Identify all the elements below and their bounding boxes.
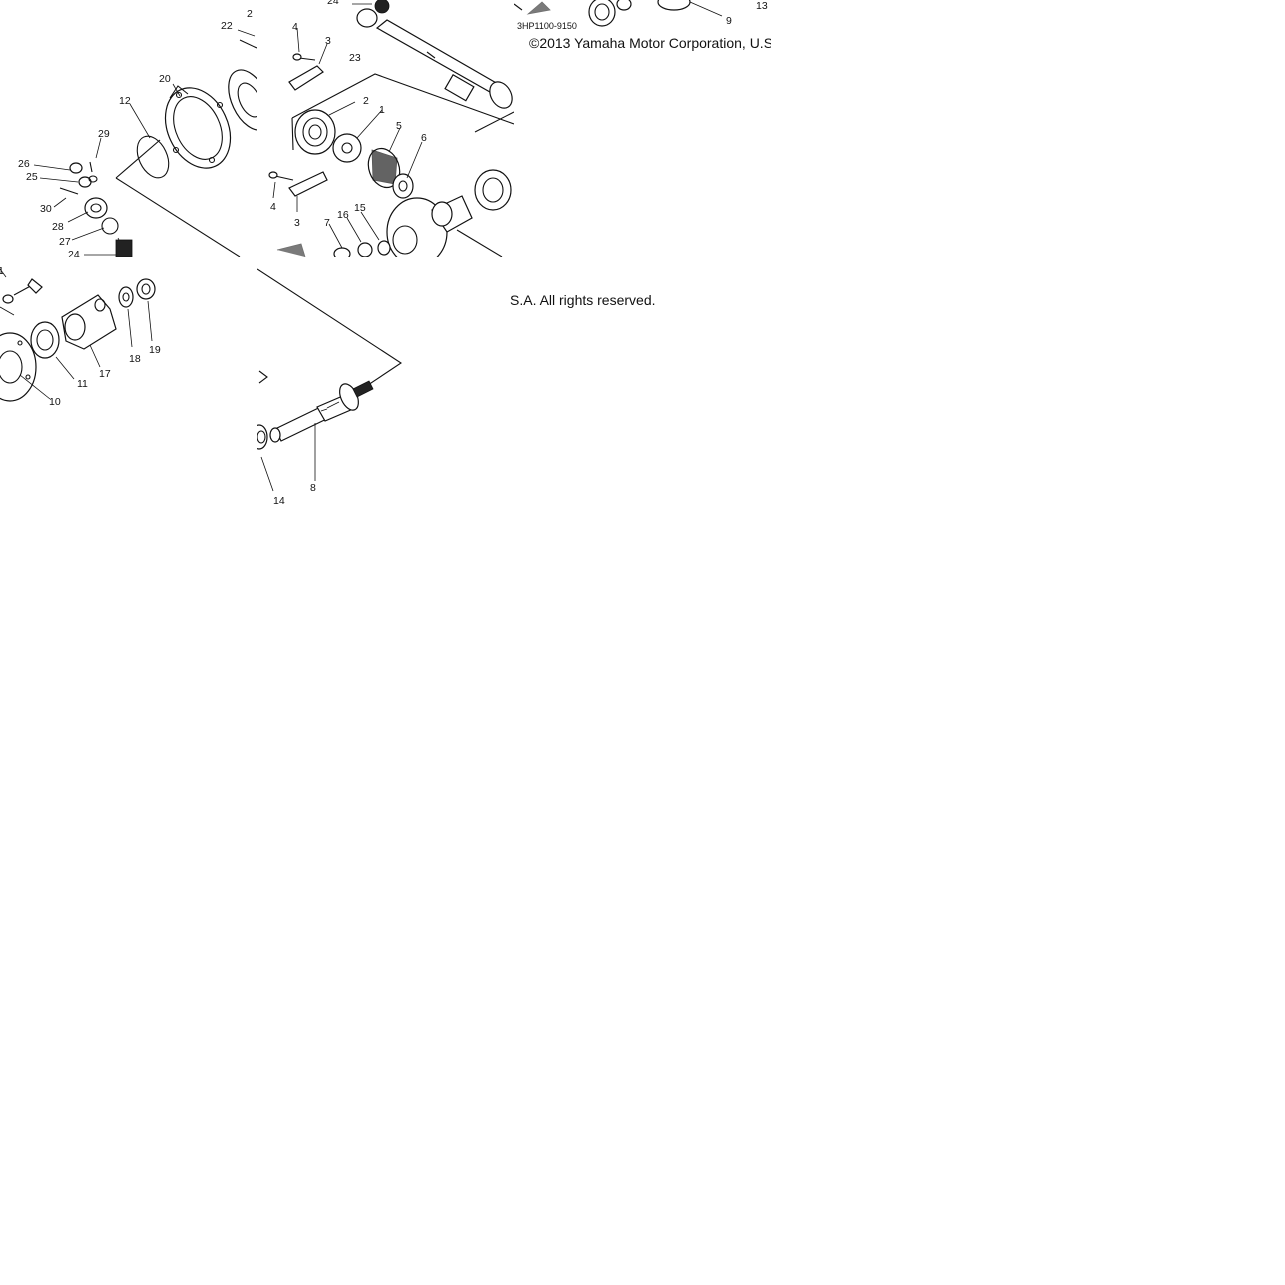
callout-label: 5	[396, 120, 402, 132]
copyright-notice-part1: ©2013 Yamaha Motor Corporation, U.S	[529, 35, 771, 51]
callout-label: 22	[221, 20, 233, 32]
bolt-part	[13, 278, 43, 296]
callout-label: 3HP1100-9150	[517, 21, 577, 31]
callout-label: 24	[327, 0, 339, 7]
pinion-gear-part	[367, 147, 401, 189]
exploded-view-right-bearings: 3HP1100-9150 9 13	[514, 0, 768, 31]
oil-seal-part	[30, 321, 60, 359]
callout-label: 24	[68, 249, 80, 257]
callout-label: 20	[159, 73, 171, 85]
callout-label: 17	[99, 368, 111, 380]
callout-label: 9	[726, 15, 732, 27]
callout-label: 30	[40, 203, 52, 215]
callout-label: 4	[270, 201, 276, 213]
callout-label: 18	[129, 353, 141, 365]
callout-label: 1	[0, 265, 4, 277]
callout-label: 3	[325, 35, 331, 47]
small-hardware-parts	[59, 161, 133, 257]
coupling-part	[431, 169, 512, 257]
o-ring-part	[136, 135, 170, 179]
diagram-tile-top-left: 2 22 20 12 29 26 25 30 28 27 24	[0, 0, 257, 257]
bolt-plate-lower	[268, 171, 328, 197]
bearing-part	[294, 109, 336, 155]
callout-label: 13	[756, 0, 768, 12]
nut-part	[392, 173, 414, 199]
callout-label: 4	[292, 21, 298, 33]
callout-label: 7	[324, 217, 330, 229]
callout-label: 3	[294, 217, 300, 229]
diagram-tile-middle-left: 1 10 11 17 18 19	[0, 257, 257, 410]
callout-label: 16	[337, 209, 349, 221]
exploded-view-output-flange: 1 10 11 17 18 19	[0, 265, 161, 408]
callout-label: 8	[310, 482, 316, 494]
exploded-view-pinion-shaft: 14 8	[257, 268, 402, 507]
drive-shaft-part	[375, 19, 513, 109]
callout-label: 14	[273, 495, 285, 507]
exploded-view-left-housing: 2 22 20 12 29 26 25 30 28 27 24	[18, 8, 257, 257]
bearing-part	[588, 0, 616, 27]
washer-part	[332, 133, 362, 163]
callout-label: 25	[26, 171, 38, 183]
case-cover-part	[164, 85, 232, 169]
diagram-tile-middle: 14 8	[257, 257, 514, 510]
callout-label: 29	[98, 128, 110, 140]
callout-label: 2	[363, 95, 369, 107]
diagram-tile-top-middle: 24 23 4 3 2 1 5 6 4 3 7 16 15	[257, 0, 514, 257]
exploded-view-gear-assembly: 24 23 4 3 2 1 5 6 4 3 7 16 15	[268, 0, 514, 257]
seal-part	[257, 424, 268, 450]
callout-label: 12	[119, 95, 131, 107]
flange-part	[0, 332, 37, 402]
bearing-housing-part	[228, 69, 257, 131]
small-gear-part	[352, 0, 390, 28]
callout-label: 1	[379, 104, 385, 116]
yoke-part	[61, 294, 117, 350]
callout-label: 19	[149, 344, 161, 356]
callout-label: 6	[421, 132, 427, 144]
nut-part	[136, 278, 156, 300]
callout-label: 10	[49, 396, 61, 408]
bolt-plate-upper	[288, 53, 324, 91]
callout-label: 26	[18, 158, 30, 170]
callout-label: 23	[349, 52, 361, 64]
pinion-shaft-part	[269, 380, 374, 443]
diagram-tile-top-right: 3HP1100-9150 9 13	[514, 0, 771, 33]
washer-part	[118, 286, 134, 308]
callout-label: 11	[77, 378, 88, 390]
copyright-notice-part2: S.A. All rights reserved.	[510, 292, 656, 308]
callout-label: 27	[59, 236, 71, 248]
callout-label: 28	[52, 221, 64, 233]
callout-label: 15	[354, 202, 366, 214]
callout-label: 2	[247, 8, 253, 20]
